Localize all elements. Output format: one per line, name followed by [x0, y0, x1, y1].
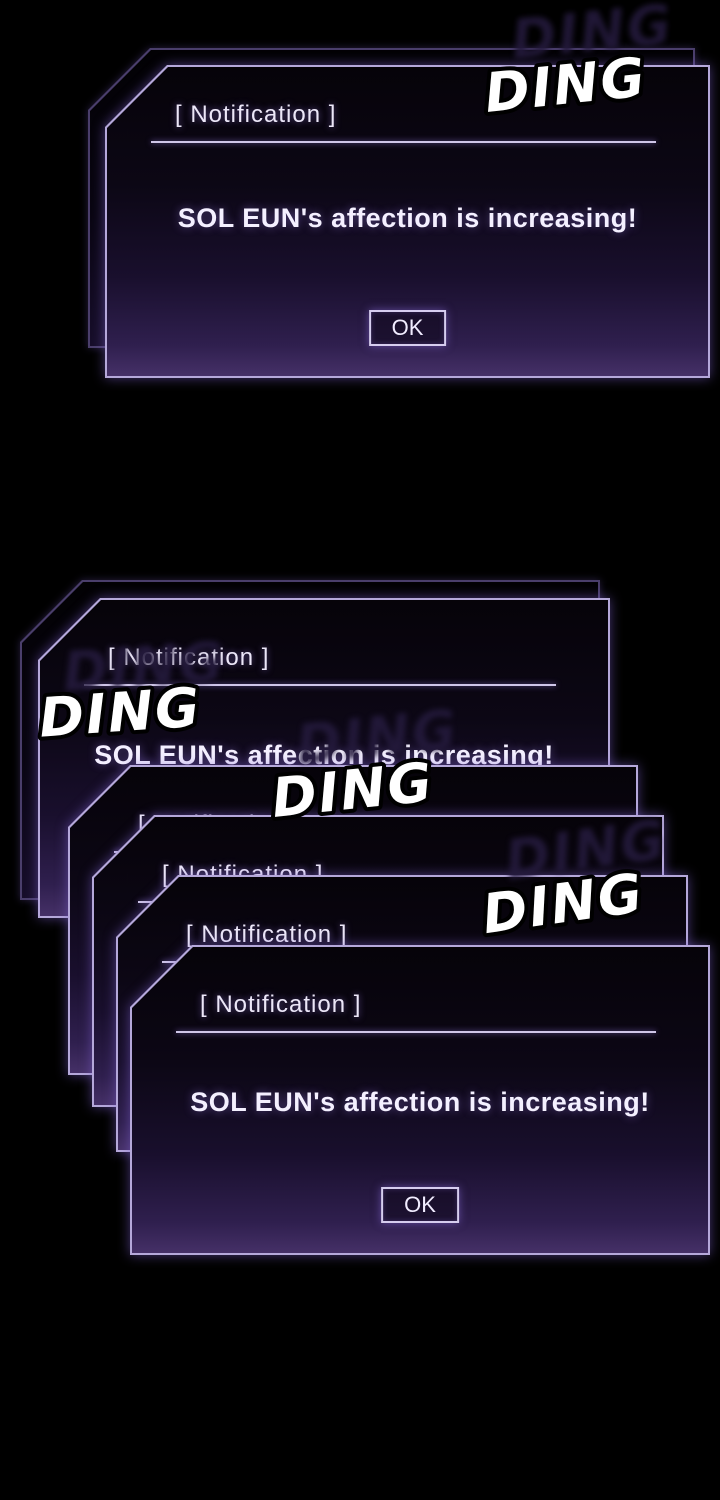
- title-underline: [151, 141, 656, 143]
- ok-button[interactable]: OK: [381, 1186, 459, 1223]
- dialog-title: [ Notification ]: [175, 101, 337, 128]
- ok-button[interactable]: OK: [368, 309, 447, 346]
- title-underline: [84, 684, 556, 686]
- dialog-title: [ Notification ]: [108, 644, 270, 671]
- notification-dialog-top: [ Notification ] SOL EUN's affection is …: [105, 65, 710, 378]
- notification-dialog-front: [ Notification ] SOL EUN's affection is …: [130, 945, 710, 1255]
- dialog-content: [ Notification ] SOL EUN's affection is …: [107, 67, 708, 376]
- dialog-content: [ Notification ] SOL EUN's affection is …: [132, 947, 708, 1253]
- dialog-message: SOL EUN's affection is increasing!: [190, 1087, 650, 1117]
- dialog-message: SOL EUN's affection is increasing!: [177, 203, 638, 233]
- title-underline: [176, 1031, 656, 1033]
- dialog-title: [ Notification ]: [186, 921, 348, 948]
- dialog-title: [ Notification ]: [200, 991, 362, 1018]
